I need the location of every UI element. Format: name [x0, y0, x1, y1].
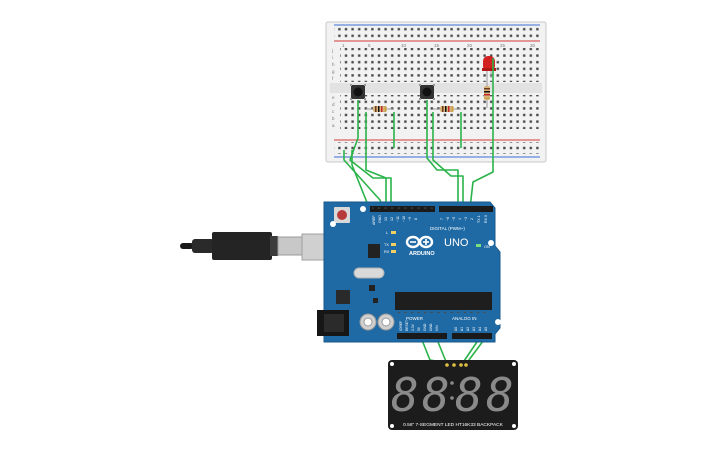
red-led — [482, 56, 496, 80]
smd-component — [373, 298, 378, 303]
led-rx-indicator — [391, 250, 396, 253]
wire-button1 — [349, 100, 392, 208]
column-number: 10 — [401, 43, 407, 48]
pin-label: 8 — [414, 218, 418, 220]
pin-label: A5 — [484, 327, 488, 331]
pin-label: TX 1 — [477, 215, 481, 223]
pin-label: A3 — [472, 327, 476, 331]
atmega-chip — [395, 292, 492, 310]
push-button-2[interactable] — [419, 84, 435, 100]
pin-label: RX 0 — [484, 215, 488, 223]
mount-hole — [330, 221, 336, 227]
wire-button2 — [426, 100, 459, 208]
pin-label: ~6 — [446, 217, 450, 221]
row-letter-j: j — [331, 48, 333, 53]
display-digit-3: 8 — [455, 368, 483, 422]
board-model-label: UNO — [444, 237, 469, 249]
pin-label: GND — [378, 215, 382, 223]
display-digit-1: 8 — [391, 368, 419, 422]
column-number: 20 — [467, 43, 473, 48]
power-header-label: POWER — [406, 316, 424, 321]
column-number: 5 — [368, 43, 371, 48]
pin-label: VIN — [435, 325, 439, 331]
pin-label: 5V — [417, 326, 421, 331]
reset-button[interactable] — [334, 207, 350, 223]
pin-label: GND — [423, 323, 427, 331]
row-letter-f: f — [332, 76, 334, 81]
capacitor — [377, 313, 395, 331]
capacitor — [359, 313, 377, 331]
pin-label: 2 — [470, 218, 474, 220]
pin-label: 13 — [384, 217, 388, 221]
display-digit-2: 8 — [422, 368, 450, 422]
column-number: 25 — [500, 43, 506, 48]
column-number: 1 — [342, 43, 345, 48]
crystal — [353, 267, 385, 279]
wire-resistor2 — [432, 112, 464, 208]
pin-label: A0 — [454, 327, 458, 331]
arduino-logo-text: ARDUINO — [409, 251, 435, 257]
analog-header-label: ANALOG IN — [452, 316, 477, 321]
pin-label: ~3 — [464, 217, 468, 221]
pin-label: 4 — [458, 218, 462, 220]
smd-component — [369, 285, 375, 291]
breadboard: j i h g f e d c b a 1 5 10 15 20 25 30 — [325, 21, 547, 163]
on-label: ON — [484, 245, 490, 249]
row-letter-a: a — [332, 123, 335, 128]
row-letter-d: d — [332, 102, 335, 107]
row-letter-g: g — [332, 69, 335, 74]
voltage-regulator — [336, 290, 350, 304]
push-button-1[interactable] — [350, 84, 366, 100]
row-letter-h: h — [332, 62, 335, 67]
mount-hole — [495, 319, 501, 325]
wire-button1-short — [365, 112, 387, 208]
display-colon — [450, 381, 454, 400]
row-letter-b: b — [332, 116, 335, 121]
pin-label: 3.3V — [411, 323, 415, 331]
mount-hole — [360, 206, 366, 212]
display-digit-4: 8 — [486, 368, 514, 422]
led-label-rx: RX — [384, 250, 390, 254]
pin-label: AREF — [372, 215, 376, 225]
digital-header-label: DIGITAL (PWM~) — [430, 226, 465, 231]
resistor-3 — [484, 80, 490, 108]
pin-label: ~5 — [452, 217, 456, 221]
led-label-tx: TX — [384, 243, 389, 247]
arduino-uno-board: AREF GND 13 12 ~11 ~10 ~9 8 7 ~6 ~5 4 ~3… — [317, 201, 501, 343]
pin-label: IOREF — [399, 321, 403, 331]
pin-label: ~9 — [408, 217, 412, 221]
led-tx-indicator — [391, 243, 396, 246]
column-number: 15 — [434, 43, 440, 48]
pin-label: A4 — [478, 327, 482, 331]
pin-label: GND — [429, 323, 433, 331]
led-l-indicator — [391, 231, 396, 234]
led-label-l: L — [386, 231, 388, 235]
arduino-logo-icon — [405, 235, 434, 249]
pin-label: ~11 — [396, 216, 400, 222]
display-caption: 0.56" 7-SEGMENT LED HT16K33 BACKPACK — [403, 422, 503, 428]
row-letter-c: c — [332, 109, 335, 114]
mount-hole — [488, 240, 494, 246]
led-on-indicator — [476, 244, 481, 247]
pin-label: 12 — [390, 217, 394, 221]
pin-label: ~10 — [402, 216, 406, 222]
pin-label: A1 — [460, 327, 464, 331]
usb-chip — [368, 244, 380, 258]
row-letter-i: i — [332, 55, 333, 60]
column-number: 30 — [530, 43, 536, 48]
pin-label: A2 — [466, 327, 470, 331]
wire-led — [469, 58, 494, 209]
display-header-pins — [445, 363, 468, 367]
resistor-1 — [366, 106, 394, 112]
pin-label: RESET — [405, 320, 409, 331]
seven-segment-display: 8 8 8 8 0.56" 7-SEGMENT LED HT16K33 BACK… — [388, 360, 518, 430]
pin-label: 7 — [440, 218, 444, 220]
row-letter-e: e — [332, 95, 335, 100]
resistor-2 — [433, 106, 461, 112]
